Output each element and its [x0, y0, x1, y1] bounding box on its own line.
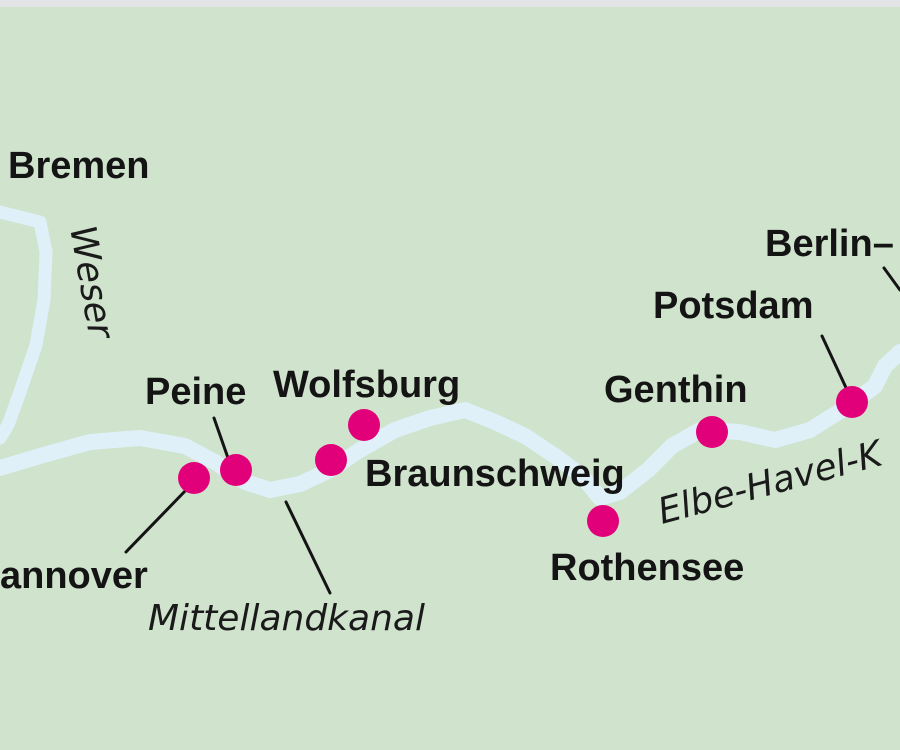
peine-leader-line [212, 416, 230, 460]
braunschweig-marker [315, 444, 347, 476]
wolfsburg-marker [348, 409, 380, 441]
rothensee-label: Rothensee [550, 547, 744, 589]
berlin-leader-line [882, 266, 900, 292]
rothensee-marker [587, 505, 619, 537]
wolfsburg-label: Wolfsburg [273, 364, 460, 406]
mittellandkanal-label: Mittellandkanal [148, 598, 425, 639]
mittellandkanal-leader-line [284, 500, 332, 595]
peine-label: Peine [145, 371, 246, 413]
hannover-label: annover [0, 555, 148, 597]
bremen-label: Bremen [8, 145, 150, 187]
hannover-marker [178, 462, 210, 494]
potsdam-marker [836, 386, 868, 418]
weser-river [0, 205, 53, 445]
top-frame-strip [0, 0, 900, 7]
braunschweig-label: Braunschweig [365, 453, 625, 495]
berlin-label: Berlin– [765, 223, 894, 265]
genthin-label: Genthin [604, 369, 748, 411]
canal-route-line [0, 344, 900, 506]
hannover-leader-line [124, 486, 190, 554]
potsdam-leader-line [820, 334, 850, 394]
potsdam-label: Potsdam [653, 285, 813, 327]
genthin-marker [696, 416, 728, 448]
peine-marker [220, 454, 252, 486]
